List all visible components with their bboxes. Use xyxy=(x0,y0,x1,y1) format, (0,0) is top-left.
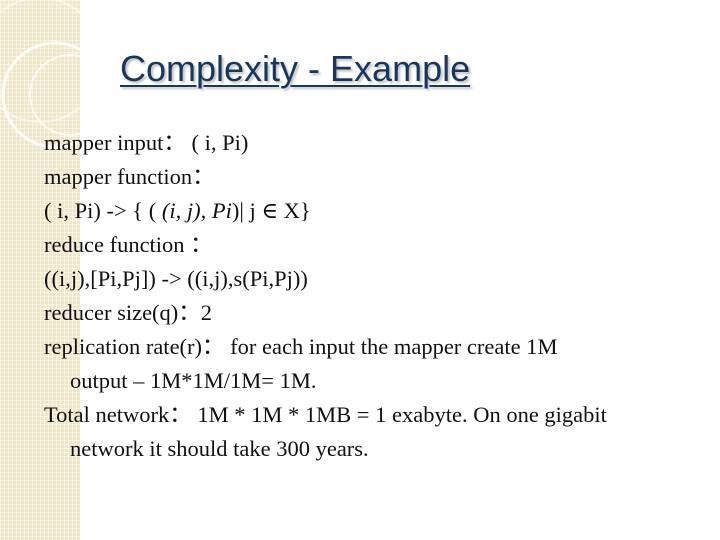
text-line-total-network: Total network： 1M * 1M * 1MB = 1 exabyte… xyxy=(44,402,607,427)
text-line-replication-rate: replication rate(r)： for each input the … xyxy=(44,334,558,359)
text-line-mapper-function: mapper function： xyxy=(44,164,215,189)
formula-math: (i, j), Pi xyxy=(161,198,232,223)
formula-suffix: )| j ∈ X} xyxy=(231,198,311,223)
slide-title: Complexity - Example xyxy=(120,48,471,89)
text-line-mapper-formula: ( i, Pi) -> { ( (i, j), Pi)| j ∈ X} xyxy=(44,194,694,228)
text-line-reduce-formula: ((i,j),[Pi,Pj]) -> ((i,j),s(Pi,Pj)) xyxy=(44,266,308,291)
text-line-replication-output: output – 1M*1M/1M= 1M. xyxy=(70,368,317,393)
formula-prefix: ( i, Pi) -> { ( xyxy=(44,198,162,223)
decorative-side-strip xyxy=(0,0,80,540)
text-line-mapper-input: mapper input： ( i, Pi) xyxy=(44,130,249,155)
slide-content: mapper input： ( i, Pi) mapper function： … xyxy=(44,126,694,466)
text-line-reduce-function: reduce function ： xyxy=(44,232,213,257)
decorative-swirl-icon xyxy=(0,0,111,149)
text-line-network-time: network it should take 300 years. xyxy=(70,436,369,461)
text-line-reducer-size: reducer size(q)：2 xyxy=(44,300,213,325)
